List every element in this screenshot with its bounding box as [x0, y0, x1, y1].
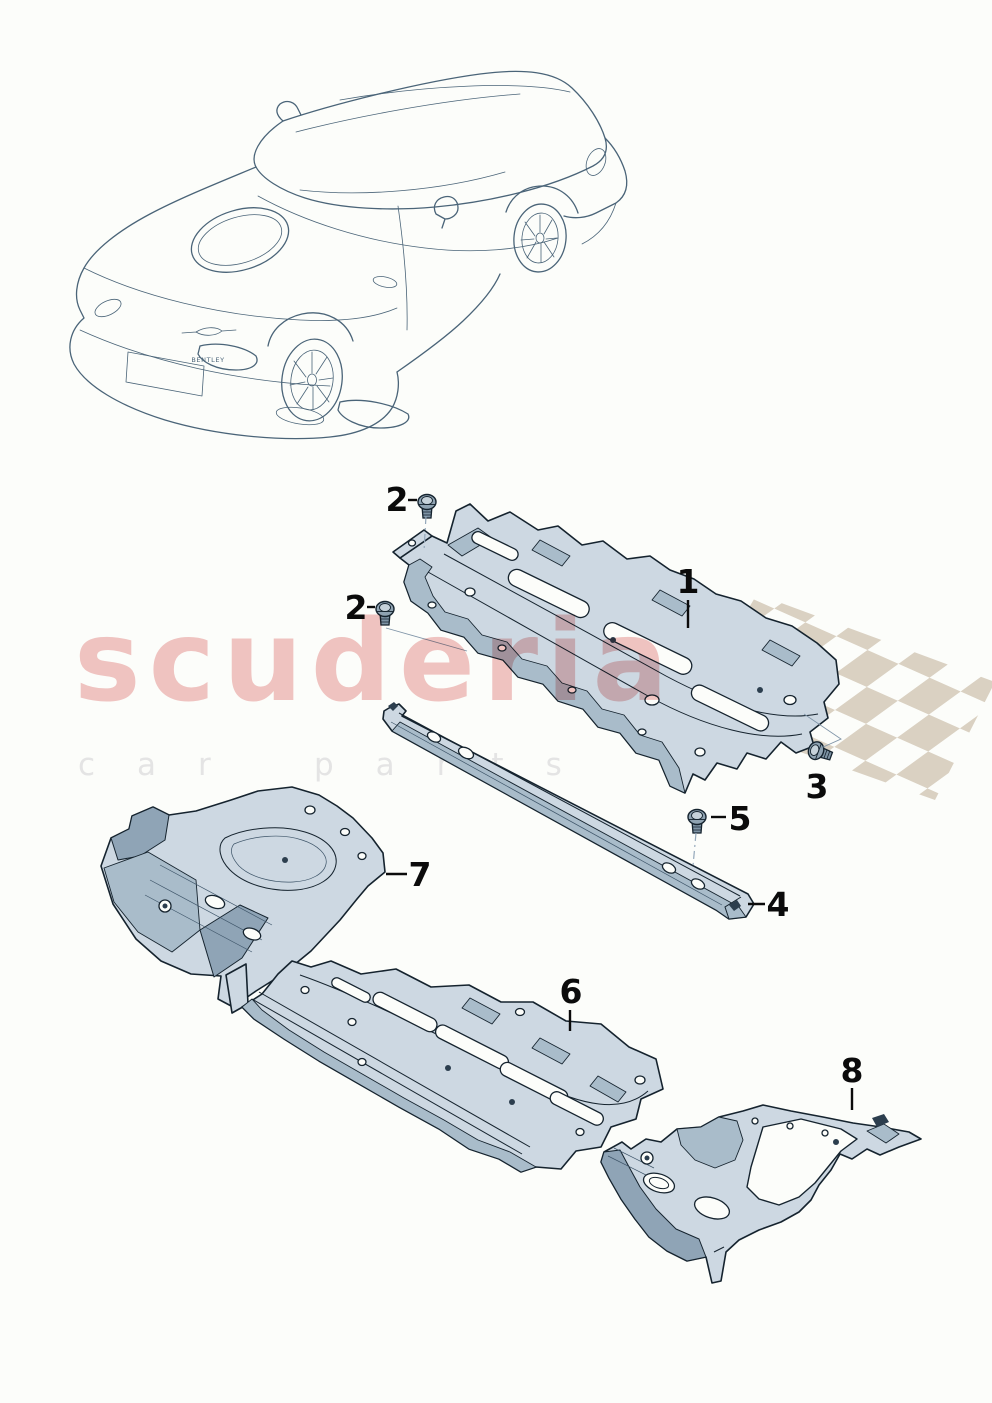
callout-4-label: 4 [767, 885, 790, 924]
callout-2-left-label: 2 [345, 588, 368, 627]
watermark-word-car: car [78, 747, 253, 783]
part-6-center-underbody-panel [241, 960, 664, 1173]
callout-3-label: 3 [806, 767, 829, 806]
callout-1-label: 1 [677, 562, 700, 601]
part-1-rear-underbody-panel [392, 503, 840, 794]
callout-7-label: 7 [409, 855, 432, 894]
callout-8-label: 8 [841, 1051, 864, 1090]
callout-5: 5 [692, 799, 752, 867]
callout-2-top: 2 [386, 480, 427, 552]
callout-3: 3 [803, 713, 842, 806]
screw-icon-5 [687, 808, 707, 834]
callout-7: 7 [386, 855, 431, 894]
part-7-left-bracket [100, 786, 386, 1014]
vehicle-illustration: BENTLEY [69, 70, 628, 440]
vehicle-badge-text: BENTLEY [191, 356, 224, 364]
callout-1: 1 [677, 562, 700, 628]
callout-2-top-label: 2 [386, 480, 409, 519]
callout-6-label: 6 [560, 972, 583, 1011]
part-4-cross-rail [382, 702, 755, 920]
callout-4: 4 [748, 885, 789, 924]
callout-8: 8 [841, 1051, 864, 1110]
callout-2-left: 2 [345, 588, 468, 652]
screw-icon-2-top [417, 493, 437, 519]
watermark-brand: scuderia [74, 597, 677, 727]
part-8-right-bracket [600, 1104, 922, 1284]
callout-6: 6 [560, 972, 583, 1031]
callout-5-label: 5 [729, 799, 752, 838]
